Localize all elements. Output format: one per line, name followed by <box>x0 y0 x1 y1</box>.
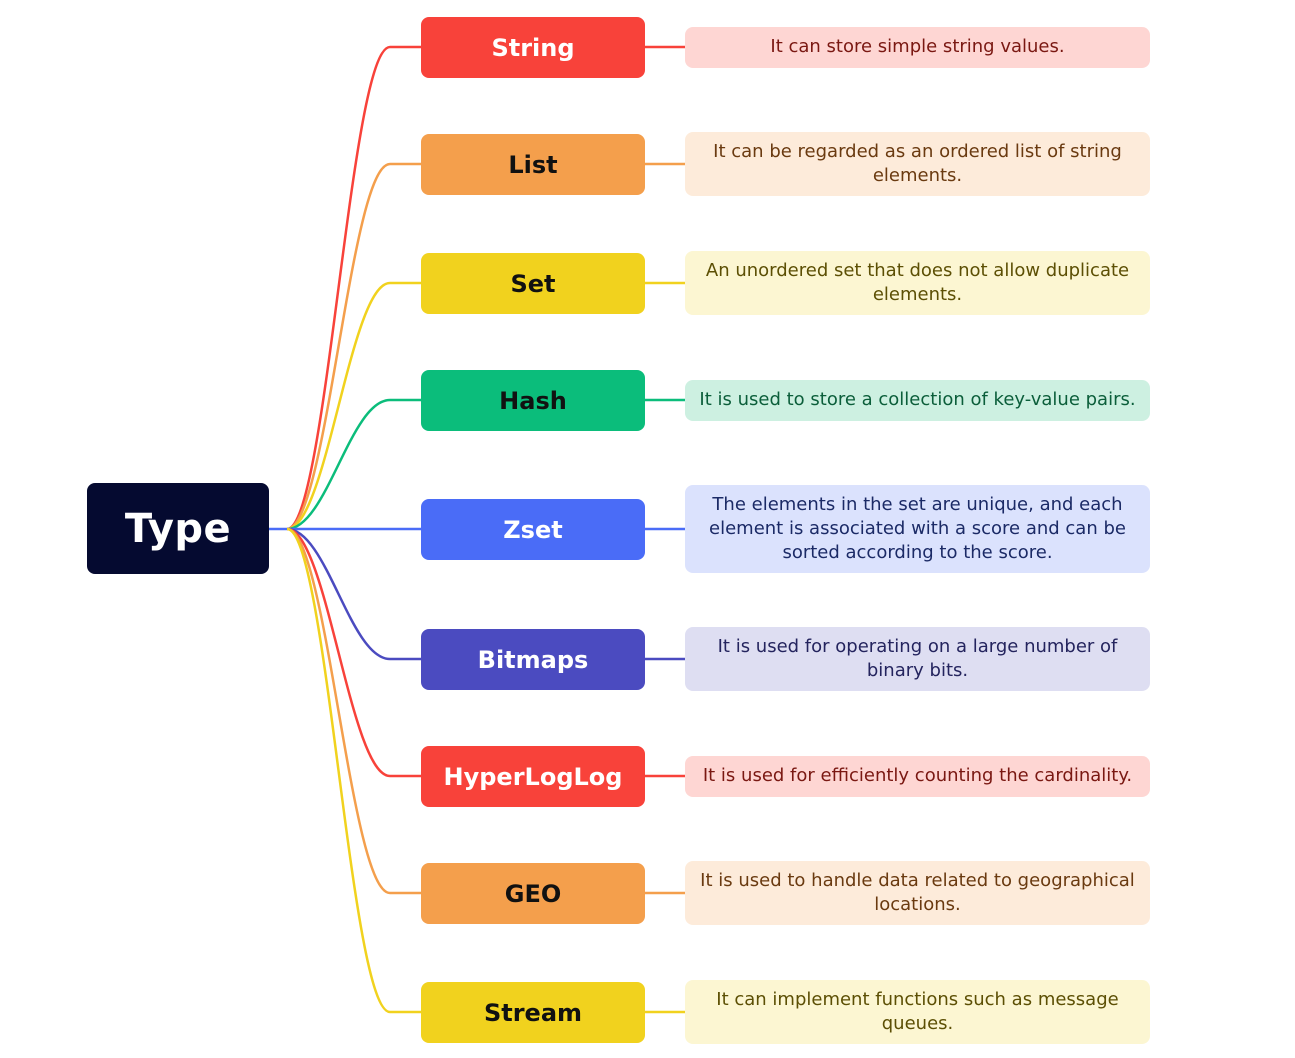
description-text: It can implement functions such as messa… <box>716 989 1119 1034</box>
description-hash: It is used to store a collection of key-… <box>685 379 1150 421</box>
type-node-zset: Zset <box>421 499 645 560</box>
type-node-geo: GEO <box>421 863 645 924</box>
branch-line <box>286 527 421 1014</box>
type-node-label: HyperLogLog <box>443 762 623 791</box>
type-node-label: Set <box>510 269 556 298</box>
description-stream: It can implement functions such as messa… <box>685 980 1150 1044</box>
type-node-hash: Hash <box>421 370 645 431</box>
root-node-label: Type <box>124 505 232 552</box>
type-node-string: String <box>421 17 645 78</box>
description-geo: It is used to handle data related to geo… <box>685 861 1150 925</box>
description-bitmaps: It is used for operating on a large numb… <box>685 627 1150 691</box>
type-node-label: GEO <box>504 879 562 908</box>
description-text: It is used for efficiently counting the … <box>702 765 1133 786</box>
type-node-bitmaps: Bitmaps <box>421 629 645 690</box>
description-text: It can be regarded as an ordered list of… <box>713 141 1122 186</box>
type-node-label: Stream <box>483 998 583 1027</box>
description-zset: The elements in the set are unique, and … <box>685 485 1150 573</box>
branch-line <box>286 162 421 531</box>
type-node-stream: Stream <box>421 982 645 1043</box>
type-node-label: Hash <box>499 386 567 415</box>
branch-line <box>286 45 421 531</box>
branch-line <box>286 398 421 531</box>
branch-line <box>286 527 421 778</box>
branch-line <box>286 281 421 531</box>
description-text: It is used to store a collection of key-… <box>699 389 1136 410</box>
type-node-hyperloglog: HyperLogLog <box>421 746 645 807</box>
type-node-set: Set <box>421 253 645 314</box>
description-text: It can store simple string values. <box>770 36 1065 57</box>
description-text: The elements in the set are unique, and … <box>709 494 1126 563</box>
branch-line <box>286 527 421 661</box>
type-node-label: String <box>491 33 575 62</box>
branch-line <box>286 527 421 895</box>
type-node-label: Bitmaps <box>477 645 589 674</box>
description-text: An unordered set that does not allow dup… <box>705 260 1130 305</box>
description-text: It is used to handle data related to geo… <box>700 870 1135 915</box>
description-string: It can store simple string values. <box>685 26 1150 68</box>
description-list: It can be regarded as an ordered list of… <box>685 132 1150 196</box>
root-node-type: Type <box>87 483 269 574</box>
type-node-label: Zset <box>503 515 563 544</box>
description-text: It is used for operating on a large numb… <box>717 636 1118 681</box>
type-node-list: List <box>421 134 645 195</box>
description-set: An unordered set that does not allow dup… <box>685 251 1150 315</box>
description-hyperloglog: It is used for efficiently counting the … <box>685 755 1150 797</box>
type-node-label: List <box>508 150 558 179</box>
